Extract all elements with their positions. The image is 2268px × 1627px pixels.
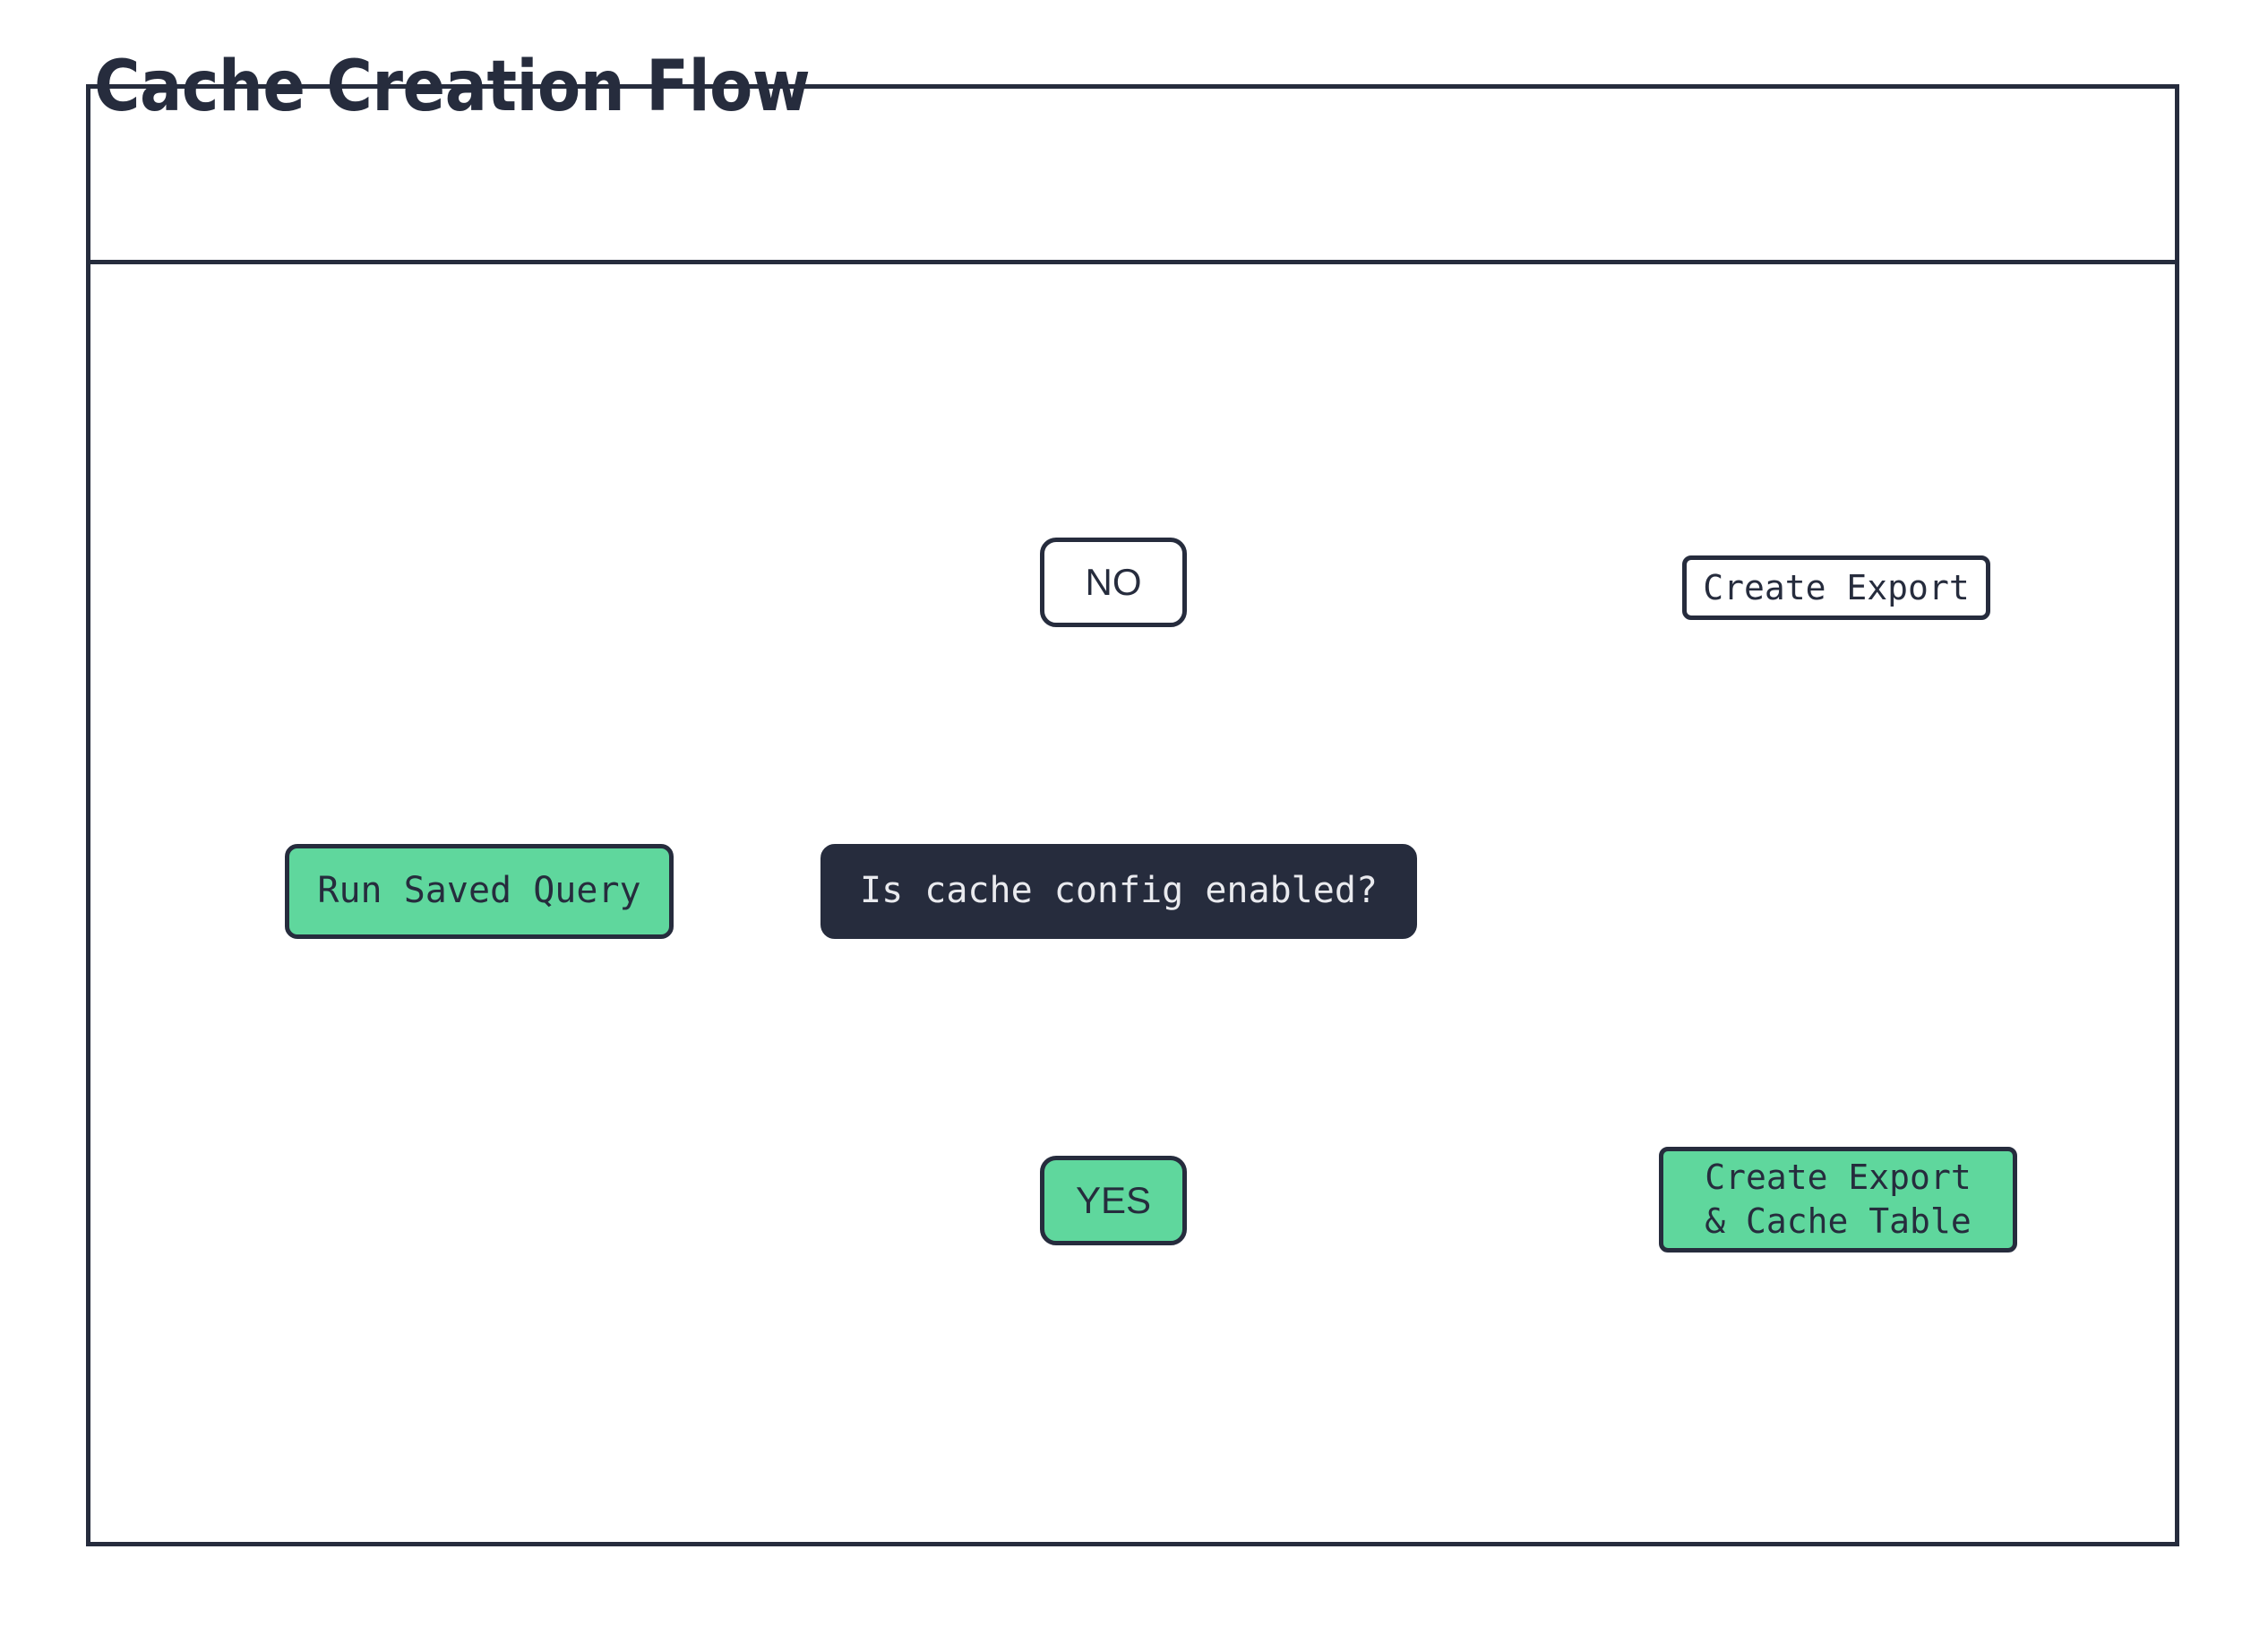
node-decision-label: Is cache config enabled? — [860, 870, 1378, 912]
diagram-frame — [86, 84, 2179, 1546]
node-decision-is-cache-config-enabled[interactable]: Is cache config enabled? — [820, 844, 1417, 939]
node-run-saved-query[interactable]: Run Saved Query — [285, 844, 674, 939]
page-title: Cache Creation Flow — [94, 47, 811, 127]
node-create-export-and-cache-table-label: Create Export & Cache Table — [1705, 1158, 1972, 1241]
node-create-export-and-cache-table[interactable]: Create Export & Cache Table — [1659, 1147, 2017, 1253]
node-run-saved-query-label: Run Saved Query — [317, 870, 641, 912]
edge-label-no[interactable]: NO — [1040, 538, 1187, 627]
edge-label-yes-text: YES — [1075, 1179, 1152, 1222]
node-create-export[interactable]: Create Export — [1682, 555, 1990, 620]
node-create-export-label: Create Export — [1703, 567, 1970, 607]
edge-label-no-text: NO — [1085, 561, 1142, 604]
edge-label-yes[interactable]: YES — [1040, 1156, 1187, 1245]
diagram-title-bar — [90, 89, 2175, 264]
